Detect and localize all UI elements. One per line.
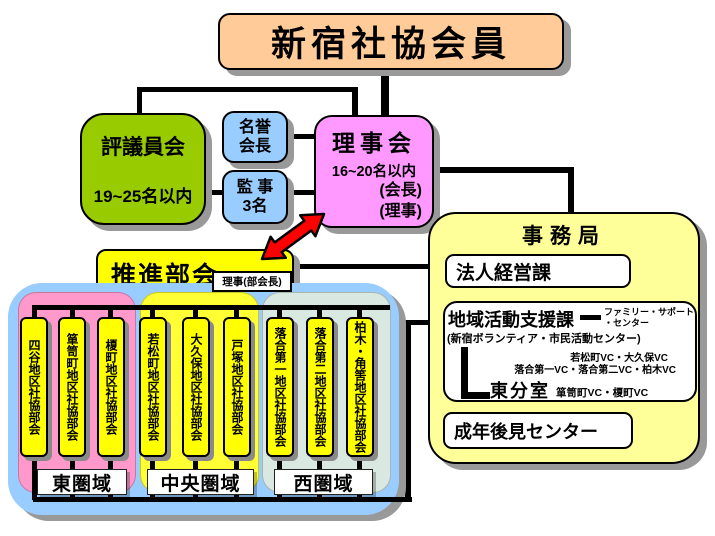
district-box-totsuka: 戸塚地区社協部会 [223,317,251,457]
drop-top-3 [108,305,113,319]
trunk-top [33,305,390,310]
promotion-badge: 理事(部会長) [212,271,292,292]
district-label: 落合第一地区社協部会 [273,327,287,447]
area-label-west: 西圏域 [274,469,373,495]
drop-top-1 [32,305,37,319]
connector-branch-council [137,89,142,114]
dash-connector-icon [580,315,601,320]
auditor-box: 監 事 3名 [222,170,288,224]
corporate-dept-box: 法人経営課 [445,254,631,288]
honorary-line1: 名誉 [238,118,271,136]
district-box-kashiwagi: 柏木・角筈地区社協部会 [346,317,374,457]
council-size: 19~25名以内 [93,186,193,206]
drop-top-6 [234,305,239,319]
drop-top-9 [357,305,362,319]
council-title: 評議員会 [101,136,185,160]
connector-council-auditor [206,190,223,195]
district-box-tansumachi: 箪笥町地区社協部会 [58,317,86,457]
drop-top-2 [70,305,75,319]
area-label-text: 西圏域 [293,473,354,495]
guardian-center-box: 成年後見センター [443,412,633,449]
connector-branch-board [352,89,358,117]
board-box: 理事会 16~20名以内 (会長) (理事) [314,115,434,228]
district-box-ochiai1: 落合第一地区社協部会 [266,317,294,457]
board-title: 理事会 [332,130,416,156]
district-label: 大久保地区社協部会 [189,333,203,441]
board-note-chair: (会長) [379,182,422,199]
district-label: 榎町地区社協部会 [104,339,118,435]
family-support-line1: ファミリー・サポート [604,307,695,317]
east-branch-label: 東分室 [490,381,550,401]
connector-honorary-board [288,134,315,139]
drop-top-7 [277,305,282,319]
vc-group-2: 落合第一VC・落合第二VC・柏木VC [514,365,676,376]
community-dept-subtitle: (新宿ボランティア・市民活動センター) [447,333,641,345]
district-box-wakamatsucho: 若松町地区社協部会 [139,317,167,457]
vc-group-1: 若松町VC・大久保VC [570,353,668,364]
family-support-line2: ・センター [604,318,650,328]
drop-bottom-1 [32,455,37,500]
district-label: 若松町地区社協部会 [146,333,160,441]
connector-promotion-corporate [294,264,445,269]
connector-board-office-horizontal [434,167,574,173]
connector-elbow-vertical [405,320,411,502]
guardian-center-label: 成年後見センター [454,421,598,442]
connector-auditor-board [288,190,315,195]
community-dept-box [443,301,697,402]
honorary-chair-box: 名誉 会長 [222,111,288,163]
district-box-enokicho: 榎町地区社協部会 [97,317,125,457]
connector-elbow-horizontal [405,320,445,325]
office-title: 事務局 [522,225,606,248]
council-box: 評議員会 19~25名以内 [80,113,206,225]
corporate-dept-label: 法人経営課 [456,262,552,284]
auditor-line1: 監 事 [236,178,274,196]
drop-top-8 [317,305,322,319]
district-box-okubo: 大久保地区社協部会 [182,317,210,457]
vc-group-3: 箪笥町VC・榎町VC [556,387,649,399]
drop-top-4 [150,305,155,319]
branch-bracket-icon [461,347,490,399]
trunk-bottom [33,497,412,502]
promotion-badge-label: 理事(部会長) [222,276,282,288]
district-box-yotsuya: 四谷地区社協部会 [20,317,48,457]
honorary-line2: 会長 [238,138,271,155]
district-label: 四谷地区社協部会 [27,339,41,435]
district-label: 戸塚地区社協部会 [230,339,244,435]
member-box: 新宿社協会員 [218,13,564,70]
auditor-line2: 3名 [242,198,268,215]
connector-branch-horizontal [137,87,358,92]
board-size: 16~20名以内 [331,164,417,180]
district-label: 落合第二地区社協部会 [313,327,327,447]
area-label-text: 中央圏域 [160,473,241,495]
connector-board-office-vertical [568,167,574,213]
community-dept-title: 地域活動支援課 [448,310,574,330]
connector-member-board [381,70,389,117]
district-box-ochiai2: 落合第二地区社協部会 [306,317,334,457]
area-label-text: 東圏域 [51,473,112,495]
board-note-director: (理事) [379,202,422,220]
area-label-east: 東圏域 [37,469,127,495]
area-label-central: 中央圏域 [147,469,254,495]
drop-top-5 [193,305,198,319]
district-label: 柏木・角筈地区社協部会 [353,321,367,453]
member-box-label: 新宿社協会員 [270,25,511,64]
district-label: 箪笥町地区社協部会 [65,333,79,441]
